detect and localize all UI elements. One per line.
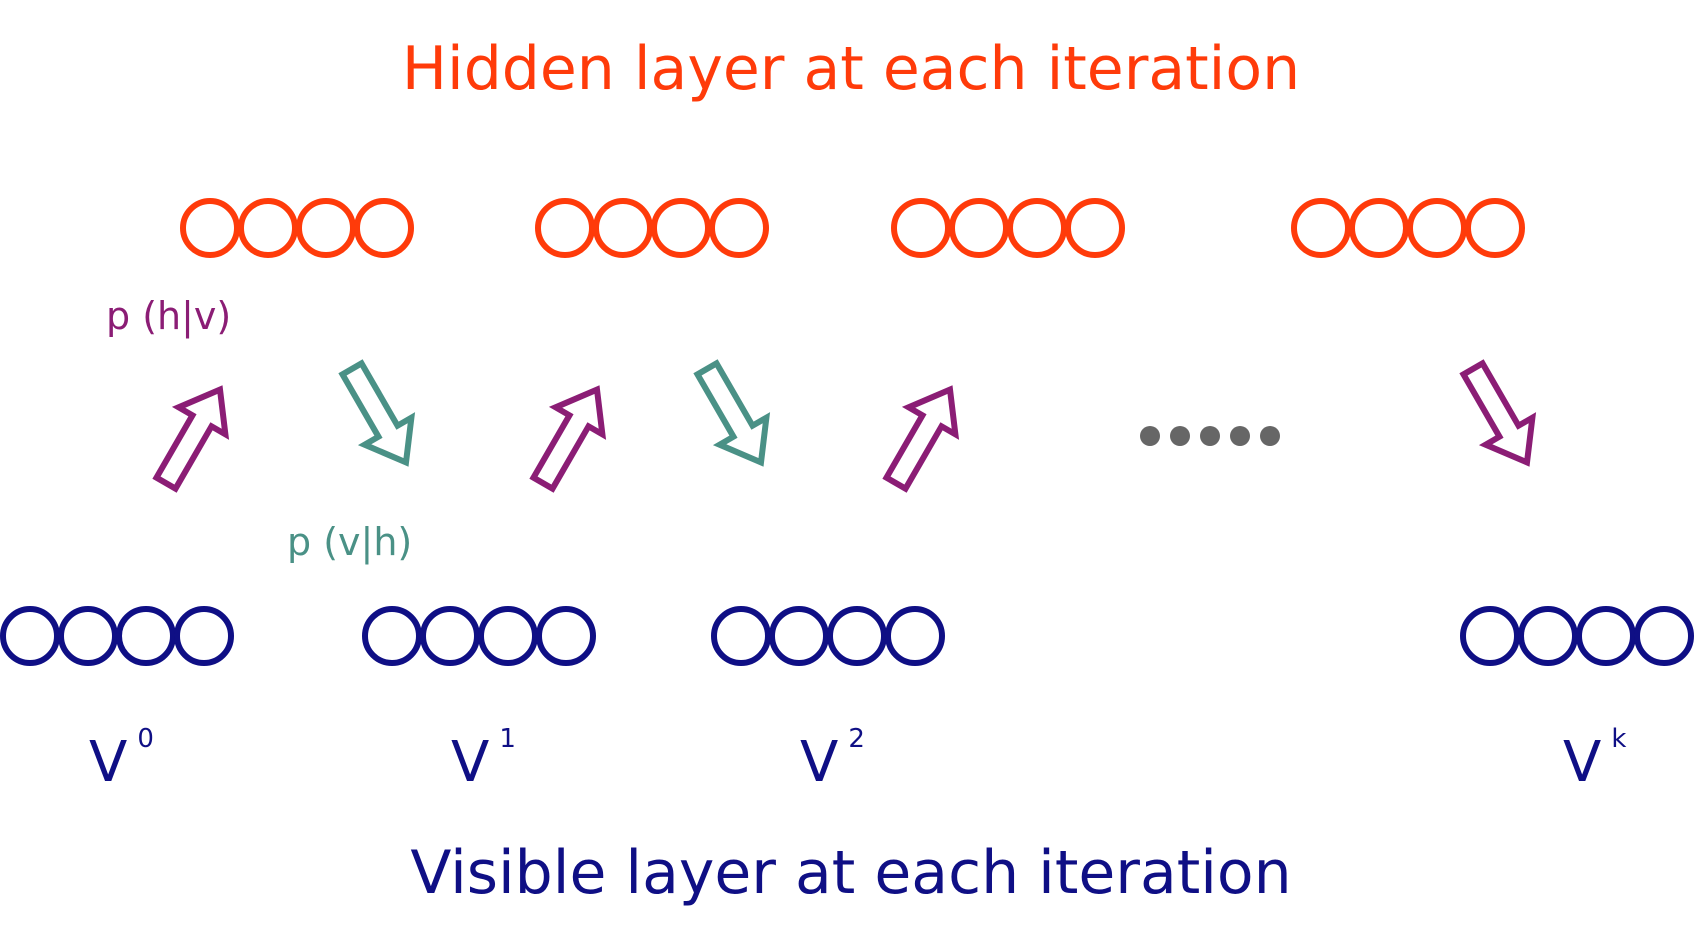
neuron-unit [238, 198, 298, 258]
hidden-group-0 [180, 198, 414, 258]
visible-group-1 [362, 606, 596, 666]
neuron-unit [827, 606, 887, 666]
neuron-unit [1460, 606, 1520, 666]
neuron-unit [709, 198, 769, 258]
neuron-unit [1291, 198, 1351, 258]
neuron-unit [593, 198, 653, 258]
neuron-unit [651, 198, 711, 258]
neuron-unit [174, 606, 234, 666]
ellipsis-dot [1140, 426, 1160, 446]
visible-group-2 [711, 606, 945, 666]
neuron-unit [1465, 198, 1525, 258]
visible-label-sup: 2 [848, 724, 865, 754]
visible-layer-title: Visible layer at each iteration [410, 838, 1292, 908]
visible-group-0 [0, 606, 234, 666]
neuron-unit [58, 606, 118, 666]
neuron-unit [1349, 198, 1409, 258]
prob-h-given-v-label: p (h|v) [106, 294, 232, 338]
neuron-unit [535, 198, 595, 258]
visible-label-base: V [451, 730, 490, 795]
ellipsis-dot [1200, 426, 1220, 446]
neuron-unit [949, 198, 1009, 258]
visible-label-base: V [800, 730, 839, 795]
visible-layers [0, 606, 1694, 666]
ellipsis-dots [1140, 426, 1280, 446]
up-arrow-1 [152, 385, 230, 493]
neuron-unit [420, 606, 480, 666]
neuron-unit [116, 606, 176, 666]
neuron-unit [362, 606, 422, 666]
up-arrow-2 [529, 385, 607, 493]
neuron-unit [769, 606, 829, 666]
hidden-group-2 [891, 198, 1125, 258]
neuron-unit [478, 606, 538, 666]
neuron-unit [1065, 198, 1125, 258]
visible-label-sup: 1 [499, 724, 516, 754]
down-arrow-1 [338, 359, 416, 467]
hidden-group-1 [535, 198, 769, 258]
visible-label-sup: 0 [137, 724, 154, 754]
neuron-unit [885, 606, 945, 666]
visible-label-base: V [89, 730, 128, 795]
neuron-unit [296, 198, 356, 258]
neuron-unit [891, 198, 951, 258]
neuron-unit [536, 606, 596, 666]
ellipsis-dot [1260, 426, 1280, 446]
sampling-arrows [152, 359, 1537, 493]
neuron-unit [1407, 198, 1467, 258]
hidden-layers [180, 198, 1525, 258]
visible-label-sup: k [1611, 724, 1627, 754]
neuron-unit [180, 198, 240, 258]
up-arrow-3 [882, 385, 960, 493]
down-arrow-3 [1459, 359, 1537, 467]
neuron-unit [711, 606, 771, 666]
ellipsis-dot [1170, 426, 1190, 446]
visible-group-3 [1460, 606, 1694, 666]
prob-v-given-h-label: p (v|h) [287, 520, 413, 564]
hidden-group-3 [1291, 198, 1525, 258]
neuron-unit [1634, 606, 1694, 666]
ellipsis-dot [1230, 426, 1250, 446]
visible-label-base: V [1563, 730, 1602, 795]
neuron-unit [1576, 606, 1636, 666]
neuron-unit [354, 198, 414, 258]
down-arrow-2 [693, 359, 771, 467]
hidden-layer-title: Hidden layer at each iteration [401, 34, 1301, 104]
neuron-unit [1007, 198, 1067, 258]
neuron-unit [1518, 606, 1578, 666]
neuron-unit [0, 606, 60, 666]
